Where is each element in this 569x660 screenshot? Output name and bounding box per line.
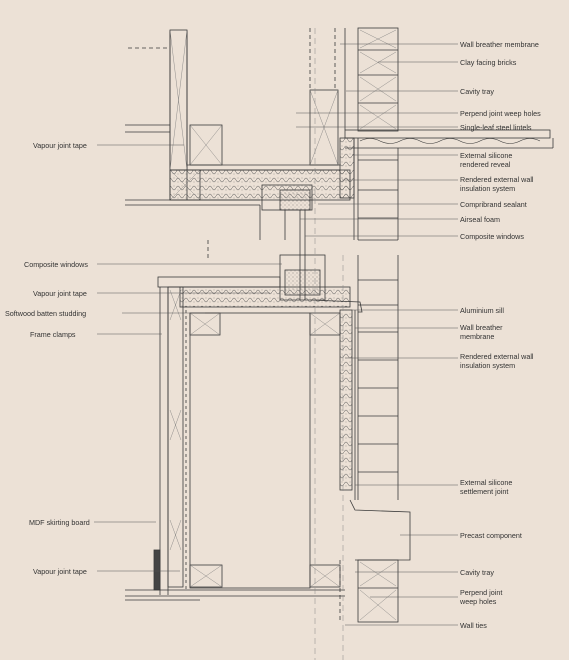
label-composite-windows: Composite windows (460, 232, 524, 241)
label-clay-facing-bricks: Clay facing bricks (460, 58, 517, 67)
label-composite-windows-left: Composite windows (24, 260, 88, 269)
label-vapour-joint-tape-bottom: Vapour joint tape (33, 567, 87, 576)
label-perpend-joint-weep-holes-bottom: Perpend joint weep holes (460, 588, 503, 606)
label-external-silicone-rendered-reveal: External silicone rendered reveal (460, 151, 513, 169)
label-softwood-batten-studding: Softwood batten studding (5, 309, 87, 318)
label-mdf-skirting-board: MDF skirting board (29, 518, 90, 527)
label-wall-breather-membrane: Wall breather membrane (460, 40, 539, 49)
label-airseal-foam: Airseal foam (460, 215, 500, 224)
label-wall-breather-membrane-mid: Wall breather membrane (460, 323, 503, 341)
label-perpend-joint-weep-holes: Perpend joint weep holes (460, 109, 541, 118)
label-rendered-external-wall-insulation: Rendered external wall insulation system (460, 175, 534, 193)
label-precast-component: Precast component (460, 531, 522, 540)
label-rendered-external-wall-insulation-mid: Rendered external wall insulation system (460, 352, 534, 370)
label-wall-ties: Wall ties (460, 621, 487, 630)
label-aluminium-sill: Aluminium sill (460, 306, 504, 315)
label-frame-clamps: Frame clamps (30, 330, 76, 339)
label-compribrand-sealant: Compribrand sealant (460, 200, 527, 209)
label-cavity-tray-bottom: Cavity tray (460, 568, 494, 577)
label-single-leaf-steel-lintels: Single-leaf steel lintels (460, 123, 532, 132)
label-vapour-joint-tape-mid: Vapour joint tape (33, 289, 87, 298)
label-cavity-tray: Cavity tray (460, 87, 494, 96)
label-external-silicone-settlement-joint: External silicone settlement joint (460, 478, 513, 496)
label-vapour-joint-tape-top: Vapour joint tape (33, 141, 87, 150)
